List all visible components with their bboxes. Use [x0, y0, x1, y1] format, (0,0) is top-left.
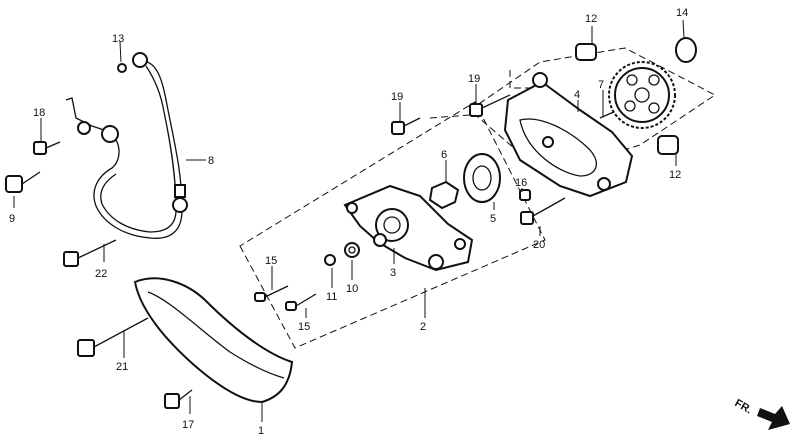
washer-10-hole	[348, 246, 356, 254]
label-15b: 15	[298, 321, 310, 333]
label-6: 6	[441, 149, 447, 161]
pump-cover-4	[503, 72, 634, 198]
label-17: 17	[182, 419, 194, 431]
guard-plate-1	[133, 277, 294, 404]
pin-bracket-dash	[509, 70, 535, 89]
bolt-22	[63, 239, 117, 267]
dowel-pin-16	[519, 189, 531, 201]
pump-drive-gear	[608, 61, 676, 129]
oil-pipe-8	[93, 52, 188, 239]
label-4: 4	[574, 89, 580, 101]
bolt-15b	[285, 293, 317, 311]
label-10: 10	[346, 283, 358, 295]
label-12b: 12	[669, 169, 681, 181]
label-18: 18	[33, 107, 45, 119]
inner-rotor-6	[428, 180, 460, 210]
front-direction-label: FR.	[733, 397, 754, 416]
washer-10	[344, 242, 360, 258]
label-8: 8	[208, 155, 214, 167]
label-22: 22	[95, 268, 107, 280]
label-16: 16	[515, 177, 527, 189]
washer-13	[117, 63, 127, 73]
bolt-20	[520, 197, 566, 225]
bolt-9	[5, 171, 41, 193]
label-15a: 15	[265, 255, 277, 267]
label-5: 5	[490, 213, 496, 225]
label-11: 11	[326, 291, 337, 303]
label-20: 20	[533, 239, 545, 251]
label-13: 13	[112, 33, 124, 45]
part-number-labels: 13 18 9 8 22 21 17 1 15 15 11 10 3 2 6 5…	[9, 7, 688, 437]
sensor-bracket	[65, 97, 119, 143]
label-7: 7	[598, 79, 604, 91]
pump-body-3	[343, 184, 474, 272]
bolt-17	[164, 389, 193, 409]
outer-rotor-5	[463, 153, 501, 203]
label-1: 1	[258, 425, 264, 437]
bolt-18	[33, 141, 61, 155]
leader-lines	[13, 19, 685, 422]
bolt-19b	[391, 117, 421, 135]
front-direction-indicator: FR.	[733, 397, 790, 430]
label-19a: 19	[468, 73, 480, 85]
front-arrow-icon	[757, 406, 790, 430]
label-3: 3	[390, 267, 396, 279]
collar-12a	[575, 43, 597, 61]
label-9: 9	[9, 213, 15, 225]
collar-12b	[657, 135, 679, 155]
bolt-19a	[469, 94, 511, 117]
label-2: 2	[420, 321, 426, 333]
label-21: 21	[116, 361, 128, 373]
label-12a: 12	[585, 13, 597, 25]
washer-11	[324, 254, 336, 266]
o-ring-14	[675, 37, 697, 63]
label-14: 14	[676, 7, 688, 19]
label-19b: 19	[391, 91, 403, 103]
bolt-21	[77, 317, 149, 357]
bolt-19-guide-dash	[429, 114, 471, 119]
guard-plate-1-edge	[147, 291, 285, 379]
pump-assembly-dashed-box	[239, 101, 546, 349]
bolt-15a	[254, 285, 289, 302]
